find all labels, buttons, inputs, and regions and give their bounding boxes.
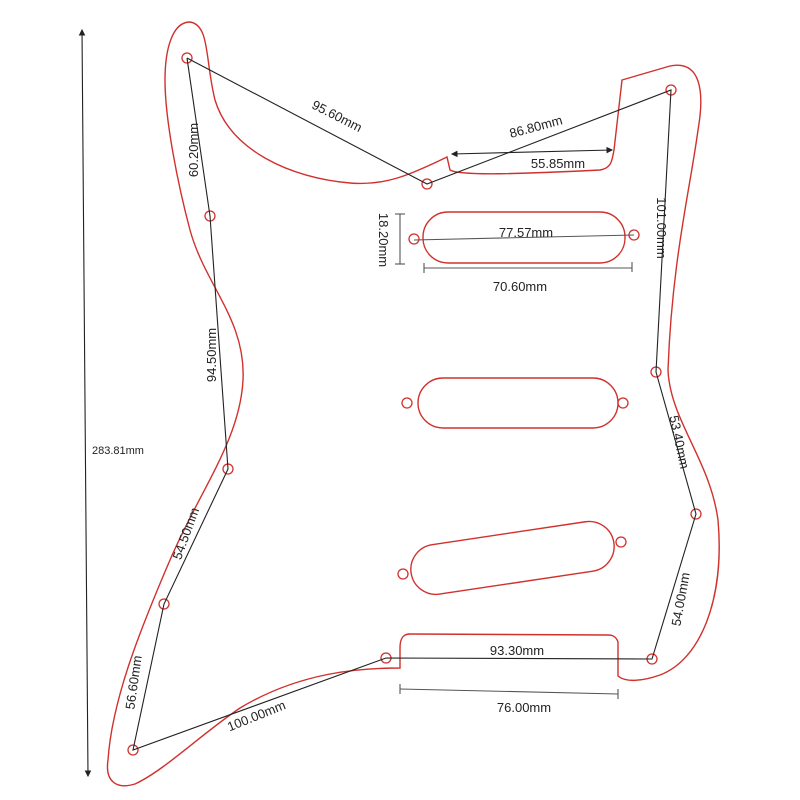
label-53-40: 53.40mm: [666, 414, 692, 470]
label-101-00: 101.00mm: [654, 197, 669, 258]
pickup-screw-hole: [617, 397, 629, 409]
pickup-screw-hole: [408, 233, 420, 245]
label-18-20: 18.20mm: [376, 213, 391, 267]
label-93-30: 93.30mm: [490, 643, 544, 658]
pickup-screw-hole: [401, 397, 413, 409]
label-70-60: 70.60mm: [493, 279, 547, 294]
label-54-00: 54.00mm: [668, 571, 692, 627]
label-86-80: 86.80mm: [508, 112, 564, 141]
pickup-cutout-middle: [417, 377, 619, 429]
pickup-cutout-bridge: [410, 520, 615, 596]
pickup-cutout-neck: [422, 211, 626, 264]
pickup-screw-hole: [397, 568, 409, 580]
label-60-20: 60.20mm: [186, 123, 201, 177]
pickup-screw-hole: [615, 536, 627, 548]
label-100-00: 100.00mm: [225, 697, 288, 734]
label-95-60: 95.60mm: [309, 97, 364, 135]
label-56-60: 56.60mm: [122, 654, 144, 710]
label-55-85: 55.85mm: [531, 156, 585, 171]
label-76-00: 76.00mm: [497, 700, 551, 715]
label-77-57: 77.57mm: [499, 225, 553, 240]
dimension-lines: [132, 57, 697, 751]
screw-holes: [127, 52, 702, 756]
label-overall-height: 283.81mm: [92, 445, 144, 457]
overall-height-line: [78, 28, 92, 778]
label-94-50: 94.50mm: [204, 328, 219, 382]
pickguard-outline: [106, 21, 720, 787]
